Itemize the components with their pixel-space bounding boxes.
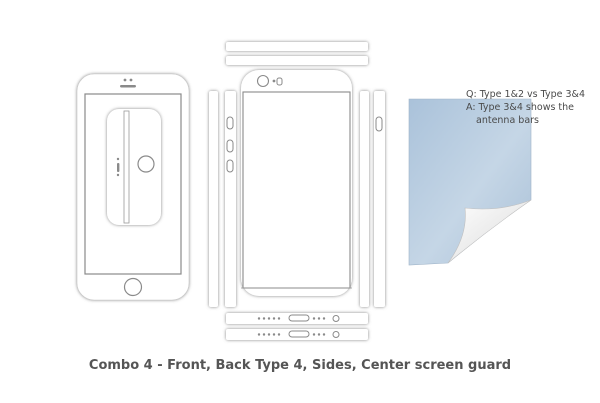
headphone-jack-cutout (332, 315, 340, 322)
back-main-panel (242, 91, 351, 289)
left-side-strip-buttons (226, 116, 234, 173)
qa-answer-line2: antenna bars (476, 115, 540, 126)
lightning-port-cutout (288, 314, 310, 322)
back-flash-cutout (276, 77, 283, 86)
qa-answer-line1: A: Type 3&4 shows the (466, 102, 575, 113)
back-skin-details (241, 74, 352, 289)
center-preview-details (116, 110, 155, 224)
qa-note: Q: Type 1&2 vs Type 3&4 A: Type 3&4 show… (466, 88, 596, 127)
center-preview-skin (107, 109, 161, 225)
product-caption: Combo 4 - Front, Back Type 4, Sides, Cen… (88, 358, 512, 373)
right-side-strip-buttons (375, 116, 383, 132)
screen-guard-sheet-icon (408, 98, 532, 266)
front-home-button-ring (123, 277, 143, 297)
back-camera-cutout (256, 74, 270, 88)
front-speaker-slot (120, 85, 136, 88)
bottom-strip-ports (257, 314, 340, 338)
front-camera-dot (123, 78, 127, 82)
top-side-strips (226, 42, 368, 65)
qa-question: Q: Type 1&2 vs Type 3&4 (466, 89, 585, 100)
qa-answer: A: Type 3&4 shows the antenna bars (466, 101, 596, 127)
back-mic-dot (272, 79, 276, 83)
right-side-strip-icon (360, 91, 385, 307)
